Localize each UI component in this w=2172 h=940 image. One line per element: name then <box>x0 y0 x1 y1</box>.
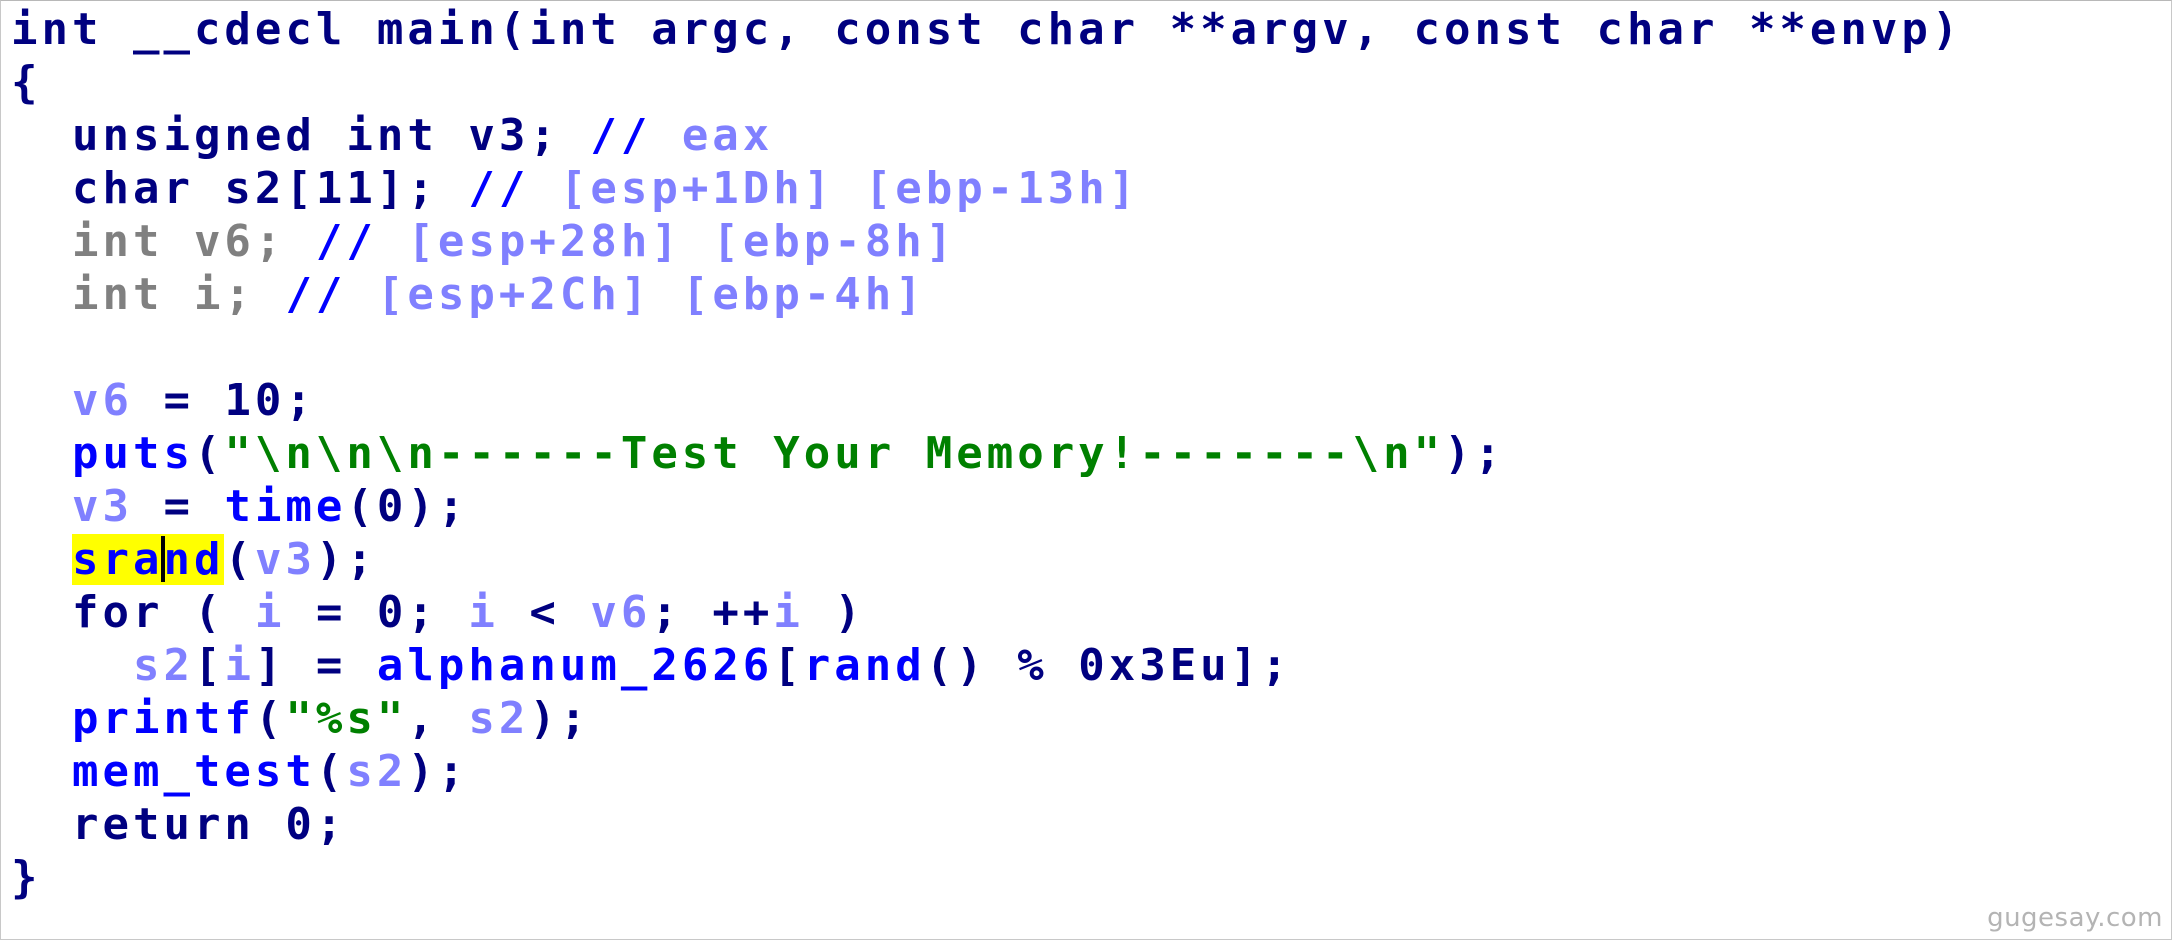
bracket-assign: ] = <box>254 640 377 691</box>
rand-mod-expr: () % 0x3Eu]; <box>925 640 1292 691</box>
for-increment: ; ++ <box>651 587 774 638</box>
code-line-decl-v3[interactable]: unsigned int v3; // eax <box>11 109 1962 162</box>
call-printf[interactable]: printf <box>71 693 255 744</box>
srand-part-a: sra <box>71 534 164 585</box>
code-line-signature[interactable]: int __cdecl main(int argc, const char **… <box>11 3 1962 56</box>
decl-s2[interactable]: char s2[11]; <box>71 163 438 214</box>
keyword-for[interactable]: for <box>71 587 164 638</box>
code-line-printf[interactable]: printf("%s", s2); <box>11 692 1962 745</box>
var-i[interactable]: i <box>224 640 255 691</box>
paren-close: ); <box>1444 428 1506 479</box>
stack-offset-esp: [esp+2Ch] <box>376 269 652 320</box>
bracket-open: [ <box>193 640 225 691</box>
watermark: gugesay.com <box>1987 903 2163 933</box>
bracket-open: [ <box>773 640 804 691</box>
code-line-mem-test[interactable]: mem_test(s2); <box>11 745 1962 798</box>
code-line-blank <box>11 321 1962 374</box>
paren-close: ); <box>529 693 591 744</box>
comment-marker: // <box>285 269 347 320</box>
stack-offset-esp: [esp+1Dh] <box>559 163 835 214</box>
comment-marker: // <box>315 216 377 267</box>
global-alphanum-2626[interactable]: alphanum_2626 <box>376 640 774 691</box>
code-line-assign-v6[interactable]: v6 = 10; <box>11 374 1962 427</box>
return-statement[interactable]: return 0; <box>71 799 347 850</box>
code-line-return[interactable]: return 0; <box>11 798 1962 851</box>
var-i[interactable]: i <box>468 587 499 638</box>
call-puts[interactable]: puts <box>71 428 194 479</box>
code-line-loop-body[interactable]: s2[i] = alphanum_2626[rand() % 0x3Eu]; <box>11 639 1962 692</box>
comment-marker: // <box>468 163 530 214</box>
var-s2[interactable]: s2 <box>132 640 194 691</box>
paren-open: ( <box>193 428 225 479</box>
code-line-decl-v6[interactable]: int v6; // [esp+28h] [ebp-8h] <box>11 215 1962 268</box>
pseudocode-text[interactable]: int __cdecl main(int argc, const char **… <box>11 3 1962 904</box>
function-signature[interactable]: int __cdecl main(int argc, const char **… <box>11 4 1963 55</box>
paren-open: ( <box>254 693 286 744</box>
paren-close: ); <box>315 534 377 585</box>
code-line-close-brace[interactable]: } <box>11 851 1962 904</box>
var-v3[interactable]: v3 <box>254 534 316 585</box>
code-line-for[interactable]: for ( i = 0; i < v6; ++i ) <box>11 586 1962 639</box>
paren-open: ( <box>224 534 255 585</box>
call-time[interactable]: time <box>224 481 347 532</box>
code-line-decl-i[interactable]: int i; // [esp+2Ch] [ebp-4h] <box>11 268 1962 321</box>
decl-v6[interactable]: int v6; <box>71 216 286 267</box>
arg-separator: , <box>407 693 469 744</box>
var-i[interactable]: i <box>773 587 804 638</box>
decl-i[interactable]: int i; <box>71 269 255 320</box>
decl-v3[interactable]: unsigned int v3; <box>71 110 560 161</box>
assign-op: = <box>132 481 225 532</box>
code-line-decl-s2[interactable]: char s2[11]; // [esp+1Dh] [ebp-13h] <box>11 162 1962 215</box>
comment-marker: // <box>590 110 652 161</box>
assign-10: = 10; <box>132 375 316 426</box>
var-s2[interactable]: s2 <box>468 693 530 744</box>
for-compare: < <box>498 587 591 638</box>
time-args: (0); <box>346 481 469 532</box>
stack-offset-ebp: [ebp-4h] <box>681 269 926 320</box>
var-i[interactable]: i <box>254 587 286 638</box>
code-line-open-brace[interactable]: { <box>11 56 1962 109</box>
text-cursor <box>161 536 166 582</box>
srand-part-b: nd <box>163 534 225 585</box>
paren-open: ( <box>315 746 347 797</box>
for-init: = 0; <box>285 587 469 638</box>
var-v6[interactable]: v6 <box>71 375 133 426</box>
stack-offset-ebp: [ebp-8h] <box>712 216 957 267</box>
code-line-time[interactable]: v3 = time(0); <box>11 480 1962 533</box>
stack-offset-esp: [esp+28h] <box>407 216 682 267</box>
register-eax: eax <box>681 110 774 161</box>
string-literal-banner[interactable]: "\n\n\n------Test Your Memory!-------\n" <box>224 428 1445 479</box>
var-v3[interactable]: v3 <box>71 481 133 532</box>
open-brace: { <box>11 57 42 108</box>
close-brace: } <box>11 852 42 903</box>
var-v6[interactable]: v6 <box>590 587 652 638</box>
stack-offset-ebp: [ebp-13h] <box>864 163 1140 214</box>
code-line-puts[interactable]: puts("\n\n\n------Test Your Memory!-----… <box>11 427 1962 480</box>
code-line-srand[interactable]: srand(v3); <box>11 533 1962 586</box>
call-mem-test[interactable]: mem_test <box>71 746 316 797</box>
string-literal-format[interactable]: "%s" <box>285 693 408 744</box>
paren-close: ); <box>407 746 469 797</box>
call-rand[interactable]: rand <box>803 640 926 691</box>
var-s2[interactable]: s2 <box>346 746 408 797</box>
for-paren-open: ( <box>163 587 255 638</box>
for-paren-close: ) <box>803 587 865 638</box>
call-srand-highlighted[interactable]: srand <box>71 534 225 585</box>
